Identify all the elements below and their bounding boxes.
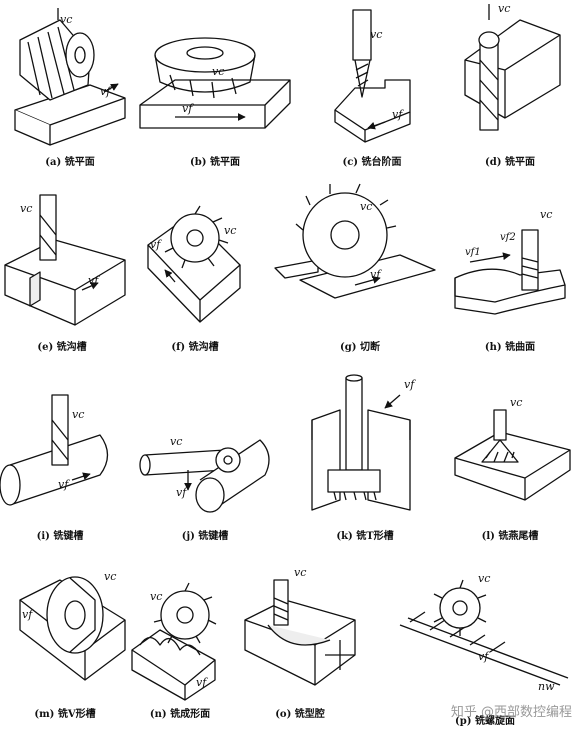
diagram-i-keyway (0, 394, 109, 506)
diagram-h-curved-surface (454, 229, 566, 315)
caption-o: (o) 铣型腔 (275, 709, 325, 720)
diagram-e-slot-milling (4, 194, 126, 326)
caption-a: (a) 铣平面 (45, 157, 95, 168)
caption-d: (d) 铣平面 (485, 157, 535, 168)
label-vc-i: vc (72, 408, 84, 421)
diagram-n-form-milling (131, 582, 217, 701)
label-vf2-h: vf2 (500, 232, 516, 243)
label-vf1-h: vf1 (465, 247, 481, 258)
caption-g: (g) 切断 (340, 342, 380, 353)
caption-f: (f) 铣沟槽 (171, 342, 219, 353)
label-vc-h: vc (540, 208, 552, 221)
diagram-d-side-milling (464, 4, 561, 131)
label-vf-b: vf (182, 102, 194, 115)
label-vf-j: vf (176, 486, 188, 499)
label-vf-c: vf (392, 108, 404, 121)
label-vf-n: vf (196, 676, 208, 689)
label-vf-k: vf (404, 378, 416, 391)
label-vf-p: vf (478, 650, 490, 663)
diagram-g-cutoff (274, 183, 436, 299)
label-vc-l: vc (510, 396, 522, 409)
label-vf-e: vf (88, 274, 100, 287)
label-nw-p: nw (538, 680, 555, 693)
caption-h: (h) 铣曲面 (484, 342, 536, 353)
diagram-c-step-milling (334, 9, 411, 143)
caption-i: (i) 铣键槽 (36, 531, 84, 542)
label-vc-j: vc (170, 435, 182, 448)
caption-c: (c) 铣台阶面 (342, 157, 402, 168)
label-vf-i: vf (58, 478, 70, 491)
label-vc-o: vc (294, 566, 306, 579)
caption-k: (k) 铣T形槽 (336, 531, 394, 542)
diagram-f-slot-milling (147, 205, 241, 323)
diagram-k-t-slot (311, 374, 411, 511)
label-vc-a: vc (60, 13, 72, 26)
label-vc-p: vc (478, 572, 490, 585)
diagram-b-face-milling (139, 37, 291, 129)
diagram-a-face-milling (14, 8, 126, 146)
diagram-j-keyway (139, 439, 270, 513)
watermark: 知乎 @西部数控编程 (450, 705, 572, 720)
label-vf-g: vf (370, 268, 382, 281)
caption-j: (j) 铣键槽 (181, 531, 229, 542)
caption-e: (e) 铣沟槽 (37, 342, 87, 353)
caption-b: (b) 铣平面 (190, 157, 240, 168)
label-vf-a: vf (100, 85, 112, 98)
diagram-p-helical (399, 579, 569, 686)
caption-l: (l) 铣燕尾槽 (481, 531, 539, 542)
label-vc-n: vc (150, 590, 162, 603)
caption-p: (p) 铣螺旋面 (455, 716, 515, 727)
diagram-m-v-groove (19, 576, 126, 681)
label-vf-m: vf (22, 608, 34, 621)
label-vc-g: vc (360, 200, 372, 213)
label-vc-m: vc (104, 570, 116, 583)
caption-m: (m) 铣V形槽 (34, 709, 96, 720)
caption-n: (n) 铣成形面 (149, 709, 211, 720)
label-vf-f: vf (150, 238, 162, 251)
label-vc-b: vc (212, 65, 224, 78)
label-vc-f: vc (224, 224, 236, 237)
label-vc-e: vc (20, 202, 32, 215)
diagram-l-dovetail (454, 409, 571, 501)
diagram-o-cavity (244, 579, 356, 686)
label-vc-c: vc (370, 28, 382, 41)
label-vc-d: vc (498, 2, 510, 15)
